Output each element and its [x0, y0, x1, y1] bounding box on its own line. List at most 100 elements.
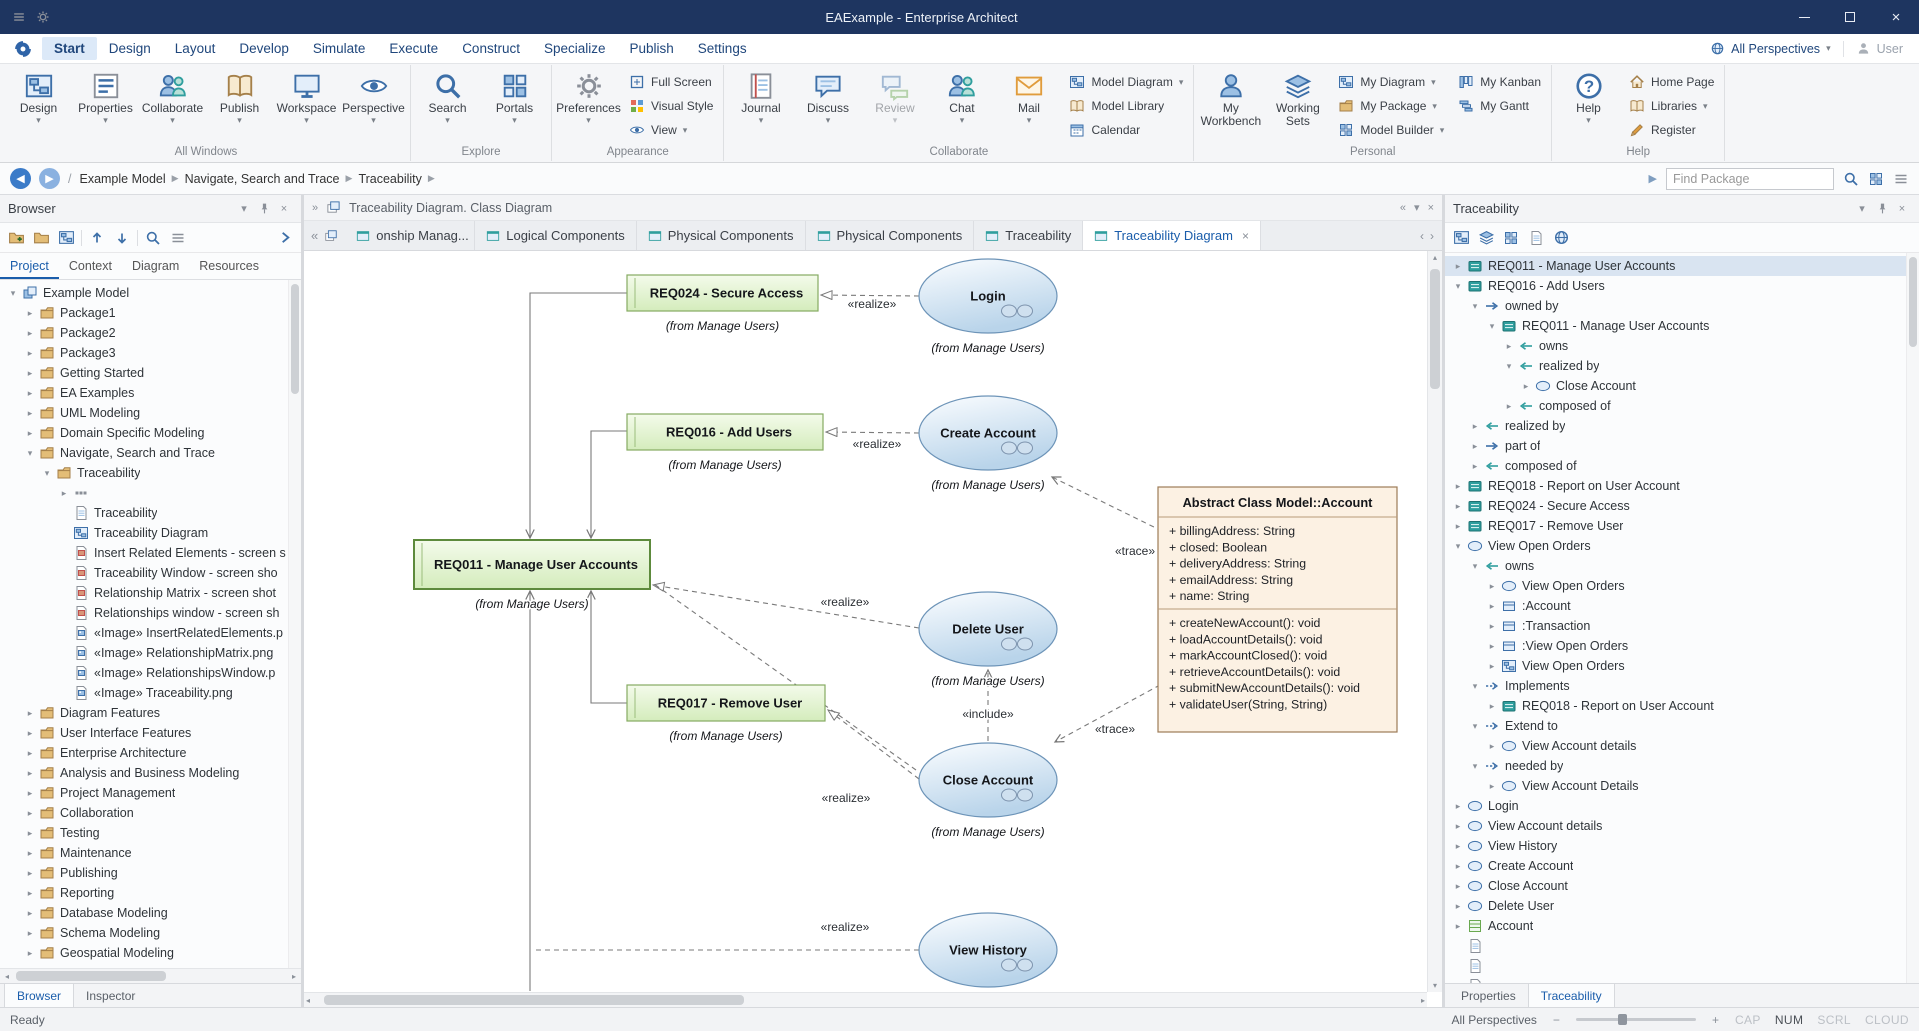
tree-item-owns[interactable]: ▸owns	[1445, 336, 1906, 356]
expand-arrow-icon[interactable]: ▸	[27, 947, 33, 958]
libraries-button[interactable]: Libraries▾	[1629, 98, 1714, 114]
expand-arrow-icon[interactable]: ▸	[27, 847, 33, 858]
tree-item-view-account-details[interactable]: ▸View Account Details	[1445, 776, 1906, 796]
tree-item-relationships-window-screen-sh[interactable]: Relationships window - screen sh	[0, 603, 288, 623]
connector-req017-req011[interactable]	[586, 589, 627, 704]
tree-item-item[interactable]	[1445, 976, 1906, 983]
chevron-down-icon[interactable]: ▾	[1414, 202, 1420, 214]
workspace-button[interactable]: Workspace▾	[273, 65, 340, 145]
scrollbar-thumb[interactable]	[291, 284, 299, 394]
home-page-button[interactable]: Home Page	[1629, 74, 1714, 90]
tree-item-view-open-orders[interactable]: ▸:View Open Orders	[1445, 636, 1906, 656]
back-button[interactable]: ◀	[10, 168, 31, 189]
ribbon-tab-publish[interactable]: Publish	[629, 41, 674, 56]
expand-arrow-icon[interactable]: ▸	[1472, 420, 1478, 431]
expand-arrow-icon[interactable]: ▸	[1455, 880, 1461, 891]
pin-tabs-icon[interactable]	[324, 229, 338, 243]
collapse-arrow-icon[interactable]: ▾	[1472, 560, 1478, 571]
tree-item-item[interactable]: ▸	[0, 483, 288, 503]
scrollbar-thumb[interactable]	[324, 995, 744, 1005]
search-icon[interactable]	[1843, 171, 1859, 187]
expand-arrow-icon[interactable]: ▸	[27, 347, 33, 358]
tree-item-example-model[interactable]: ▾Example Model	[0, 283, 288, 303]
tab-project[interactable]: Project	[0, 253, 59, 279]
chevron-left-icon[interactable]: ‹	[1420, 228, 1424, 243]
chevron-down-icon[interactable]: ▾	[241, 203, 247, 215]
usecase-delete-user[interactable]: Delete User(from Manage Users)	[918, 591, 1058, 690]
tree-item-image-relationshipmatrix-png[interactable]: «Image» RelationshipMatrix.png	[0, 643, 288, 663]
model-library-button[interactable]: Model Library	[1069, 98, 1183, 114]
bottom-tab-browser[interactable]: Browser	[4, 984, 75, 1007]
ribbon-tab-execute[interactable]: Execute	[389, 41, 439, 56]
ribbon-tab-settings[interactable]: Settings	[697, 41, 747, 56]
expand-arrow-icon[interactable]: ▸	[1489, 740, 1495, 751]
pin-icon[interactable]	[255, 202, 273, 215]
layers-icon[interactable]	[1476, 228, 1496, 248]
help-button[interactable]: ?Help▾	[1555, 65, 1622, 145]
tab-resources[interactable]: Resources	[199, 259, 259, 273]
expand-arrow-icon[interactable]: ▸	[27, 767, 33, 778]
discuss-button[interactable]: Discuss▾	[794, 65, 861, 145]
status-perspectives[interactable]: All Perspectives	[1451, 1012, 1537, 1027]
zoom-slider-thumb[interactable]	[1617, 1014, 1627, 1025]
tree-item-package3[interactable]: ▸Package3	[0, 343, 288, 363]
requirement-req024[interactable]: REQ024 - Secure Access(from Manage Users…	[626, 274, 819, 335]
requirement-req011[interactable]: REQ011 - Manage User Accounts(from Manag…	[413, 539, 651, 613]
bottom-tab-properties[interactable]: Properties	[1461, 988, 1516, 1003]
tree-item-item[interactable]	[1445, 936, 1906, 956]
ribbon-tab-layout[interactable]: Layout	[174, 41, 216, 56]
tree-item-req017-remove-user[interactable]: ▸REQ017 - Remove User	[1445, 516, 1906, 536]
expand-arrow-icon[interactable]: ▸	[1455, 920, 1461, 931]
collapse-arrow-icon[interactable]: ▾	[1506, 360, 1512, 371]
tree-item-navigate-search-and-trace[interactable]: ▾Navigate, Search and Trace	[0, 443, 288, 463]
open-folder-icon[interactable]	[31, 228, 51, 248]
ribbon-tab-start[interactable]: Start	[42, 37, 97, 60]
tree-item-close-account[interactable]: ▸Close Account	[1445, 876, 1906, 896]
tree-item-traceability[interactable]: ▾Traceability	[0, 463, 288, 483]
expand-arrow-icon[interactable]: ▸	[27, 907, 33, 918]
tree-item-schema-modeling[interactable]: ▸Schema Modeling	[0, 923, 288, 943]
bottom-tab-traceability[interactable]: Traceability	[1527, 984, 1615, 1007]
browser-horizontal-scrollbar[interactable]: ◂ ▸	[0, 968, 301, 983]
connector-account-trace-close-account[interactable]	[1053, 684, 1161, 743]
connector-login-realize-req024[interactable]	[821, 295, 920, 296]
collapse-arrow-icon[interactable]: ▾	[1472, 760, 1478, 771]
tree-item-view-open-orders[interactable]: ▾View Open Orders	[1445, 536, 1906, 556]
move-down-icon[interactable]	[112, 228, 132, 248]
diagram-tab-physical-components[interactable]: Physical Components	[637, 221, 806, 250]
properties-button[interactable]: Properties▾	[72, 65, 139, 145]
chevron-double-left-icon[interactable]: «	[1399, 201, 1407, 214]
expand-arrow-icon[interactable]: ▸	[1455, 860, 1461, 871]
connector-create-account-realize-req016[interactable]	[826, 432, 920, 433]
mail-button[interactable]: Mail▾	[995, 65, 1062, 145]
tree-item-user-interface-features[interactable]: ▸User Interface Features	[0, 723, 288, 743]
tree-item-traceability-diagram[interactable]: Traceability Diagram	[0, 523, 288, 543]
new-package-icon[interactable]	[6, 228, 26, 248]
scroll-down-icon[interactable]: ▾	[1432, 981, 1437, 990]
calendar-button[interactable]: Calendar	[1069, 122, 1183, 138]
zoom-in-icon[interactable]: +	[1711, 1012, 1719, 1027]
tree-item-view-open-orders[interactable]: ▸View Open Orders	[1445, 576, 1906, 596]
expand-arrow-icon[interactable]: ▸	[1455, 900, 1461, 911]
canvas-horizontal-scrollbar[interactable]: ◂ ▸	[304, 992, 1427, 1007]
diagram-canvas[interactable]: REQ024 - Secure Access(from Manage Users…	[304, 251, 1442, 1007]
tree-item-enterprise-architecture[interactable]: ▸Enterprise Architecture	[0, 743, 288, 763]
collapse-arrow-icon[interactable]: ▾	[44, 467, 50, 478]
expand-arrow-icon[interactable]: ▸	[27, 787, 33, 798]
expand-arrow-icon[interactable]: ▸	[27, 427, 33, 438]
visual-style-button[interactable]: Visual Style	[629, 98, 713, 114]
expand-arrow-icon[interactable]: ▸	[1489, 600, 1495, 611]
scrollbar-thumb[interactable]	[1909, 257, 1917, 347]
tree-item-uml-modeling[interactable]: ▸UML Modeling	[0, 403, 288, 423]
connector-req016-req011[interactable]	[586, 430, 627, 540]
my-package-button[interactable]: My Package▾	[1338, 98, 1444, 114]
search-button[interactable]: Search▾	[414, 65, 481, 145]
tree-item-database-modeling[interactable]: ▸Database Modeling	[0, 903, 288, 923]
collapse-arrow-icon[interactable]: ▾	[1472, 300, 1478, 311]
my-gantt-button[interactable]: My Gantt	[1458, 98, 1541, 114]
tree-item-implements[interactable]: ▾Implements	[1445, 676, 1906, 696]
connector-delete-user-realize-req011[interactable]	[653, 585, 920, 629]
tree-item-account[interactable]: ▸:Account	[1445, 596, 1906, 616]
expand-arrow-icon[interactable]: ▸	[1489, 640, 1495, 651]
traceability-vertical-scrollbar[interactable]	[1906, 253, 1919, 983]
